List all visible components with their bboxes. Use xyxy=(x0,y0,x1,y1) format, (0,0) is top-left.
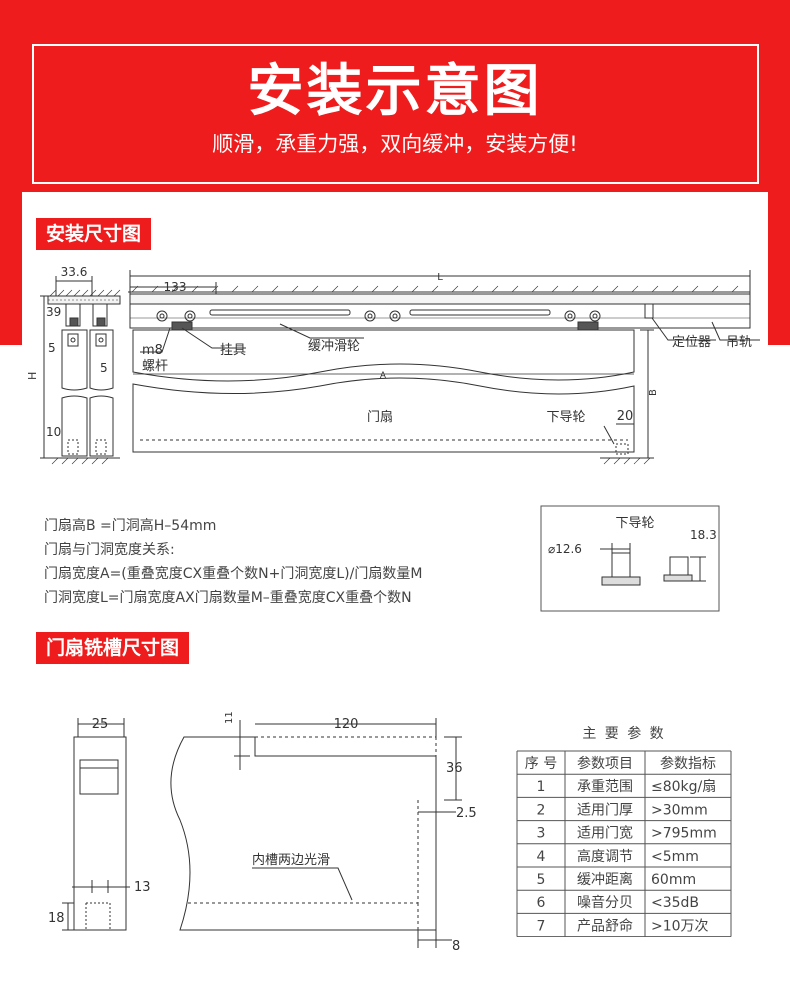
formula-4: 门洞宽度L=门扇宽度AX门扇数量M–重叠宽度CX重叠个数N xyxy=(44,590,412,606)
table-cell: 承重范围 xyxy=(577,778,633,795)
label-screw-rod: 螺杆 xyxy=(142,359,168,374)
wheel-2 xyxy=(184,310,196,322)
label-positioner: 定位器 xyxy=(672,335,711,350)
dim-B: B xyxy=(648,389,659,396)
dim-133: 133 xyxy=(164,280,187,294)
table-cell: >10万次 xyxy=(651,918,709,934)
table-cell: >30mm xyxy=(651,802,708,818)
note-smooth-groove: 内槽两边光滑 xyxy=(252,852,330,868)
dim-18-3: 18.3 xyxy=(690,528,717,542)
table-cell: 适用门厚 xyxy=(577,802,633,818)
table-cell: 适用门宽 xyxy=(577,825,633,842)
wheel-6 xyxy=(589,310,601,322)
rail-slot-left xyxy=(209,309,351,316)
table-cell: 60mm xyxy=(651,872,696,888)
dim-120: 120 xyxy=(334,717,359,732)
dim-11: 11 xyxy=(224,711,235,724)
positioner xyxy=(644,303,654,319)
table-cell: 产品舒命 xyxy=(577,917,633,934)
table-header-cell: 序 号 xyxy=(525,756,557,772)
table-cell: 6 xyxy=(537,895,546,911)
dim-39: 39 xyxy=(46,305,61,319)
table-header-cell: 参数指标 xyxy=(660,755,716,772)
table-cell: <35dB xyxy=(651,895,699,911)
label-bottom-guide: 下导轮 xyxy=(546,410,585,425)
dim-13: 13 xyxy=(134,880,151,895)
front-ceiling-hatch xyxy=(131,285,739,293)
dim-25: 25 xyxy=(92,717,109,732)
dim-8: 8 xyxy=(452,939,460,954)
bottom-guide-wheel xyxy=(615,443,629,455)
table-cell: 7 xyxy=(537,918,546,934)
table-cell: 2 xyxy=(537,802,546,818)
table-cell: ≤80kg/扇 xyxy=(651,779,716,795)
label-door-leaf: 门扇 xyxy=(367,409,393,425)
table-cell: 缓冲距离 xyxy=(577,871,633,888)
formula-2: 门扇与门洞宽度关系: xyxy=(44,542,175,558)
label-hanger: 挂具 xyxy=(220,343,246,358)
dim-L: L xyxy=(437,272,443,283)
formula-1: 门扇高B =门洞高H–54mm xyxy=(44,518,217,534)
label-m8: m8 xyxy=(142,343,163,358)
side-door-right-bottom xyxy=(89,395,114,457)
dim-18: 18 xyxy=(48,911,65,926)
page-subtitle: 顺滑，承重力强，双向缓冲，安装方便! xyxy=(212,132,578,156)
dim-10: 10 xyxy=(46,425,61,439)
side-ceiling-hatch xyxy=(49,289,121,297)
table-cell: 3 xyxy=(537,826,546,842)
table-header-cell: 参数项目 xyxy=(577,755,633,772)
formula-3: 门扇宽度A=(重叠宽度CX重叠个数N+门洞宽度L)/门扇数量M xyxy=(44,566,423,582)
wheel-4 xyxy=(389,310,401,322)
install-diagram: 33.6 39 5 5 H 10 xyxy=(26,265,760,465)
label-hanging-rail: 吊轨 xyxy=(726,335,752,350)
front-door-top xyxy=(132,329,635,382)
params-table: 序 号 参数项目 参数指标 1 承重范围 ≤80kg/扇 2 适用门厚 >30mm 3 适用门宽 >7… xyxy=(516,750,732,937)
dim-20: 20 xyxy=(617,409,634,424)
wheel-5 xyxy=(564,310,576,322)
dim-5-right: 5 xyxy=(100,361,108,375)
install-section-title: 安装尺寸图 xyxy=(36,218,152,250)
groove-front-profile xyxy=(170,736,437,931)
dim-2-5: 2.5 xyxy=(456,806,477,821)
dim-H: H xyxy=(26,372,39,380)
dim-12-6: ⌀12.6 xyxy=(548,542,582,556)
dim-36: 36 xyxy=(446,761,463,776)
params-title: 主 要 参 数 xyxy=(582,726,666,742)
table-cell: 4 xyxy=(537,849,546,865)
label-buffer-pulley: 缓冲滑轮 xyxy=(308,339,360,354)
table-cell: 噪音分贝 xyxy=(577,894,633,911)
rail-slot-right xyxy=(409,309,551,316)
table-cell: <5mm xyxy=(651,849,699,865)
wheel-3 xyxy=(364,310,376,322)
table-cell: 1 xyxy=(537,779,546,795)
table-cell: 5 xyxy=(537,872,546,888)
wheel-detail-title: 下导轮 xyxy=(615,516,654,531)
dim-33-6: 33.6 xyxy=(61,265,88,279)
wheel-1 xyxy=(156,310,168,322)
table-cell: >795mm xyxy=(651,826,717,842)
title-frame xyxy=(32,44,759,184)
groove-section-title: 门扇铣槽尺寸图 xyxy=(36,632,190,664)
side-door-left-bottom xyxy=(61,395,88,457)
bottom-wheel-detail: 下导轮 ⌀12.6 18.3 xyxy=(540,505,720,612)
dim-A: A xyxy=(380,371,387,381)
dim-5-left: 5 xyxy=(48,341,56,355)
table-cell: 高度调节 xyxy=(577,848,633,865)
front-door-bottom xyxy=(132,377,635,453)
page-title: 安装示意图 xyxy=(247,59,543,124)
